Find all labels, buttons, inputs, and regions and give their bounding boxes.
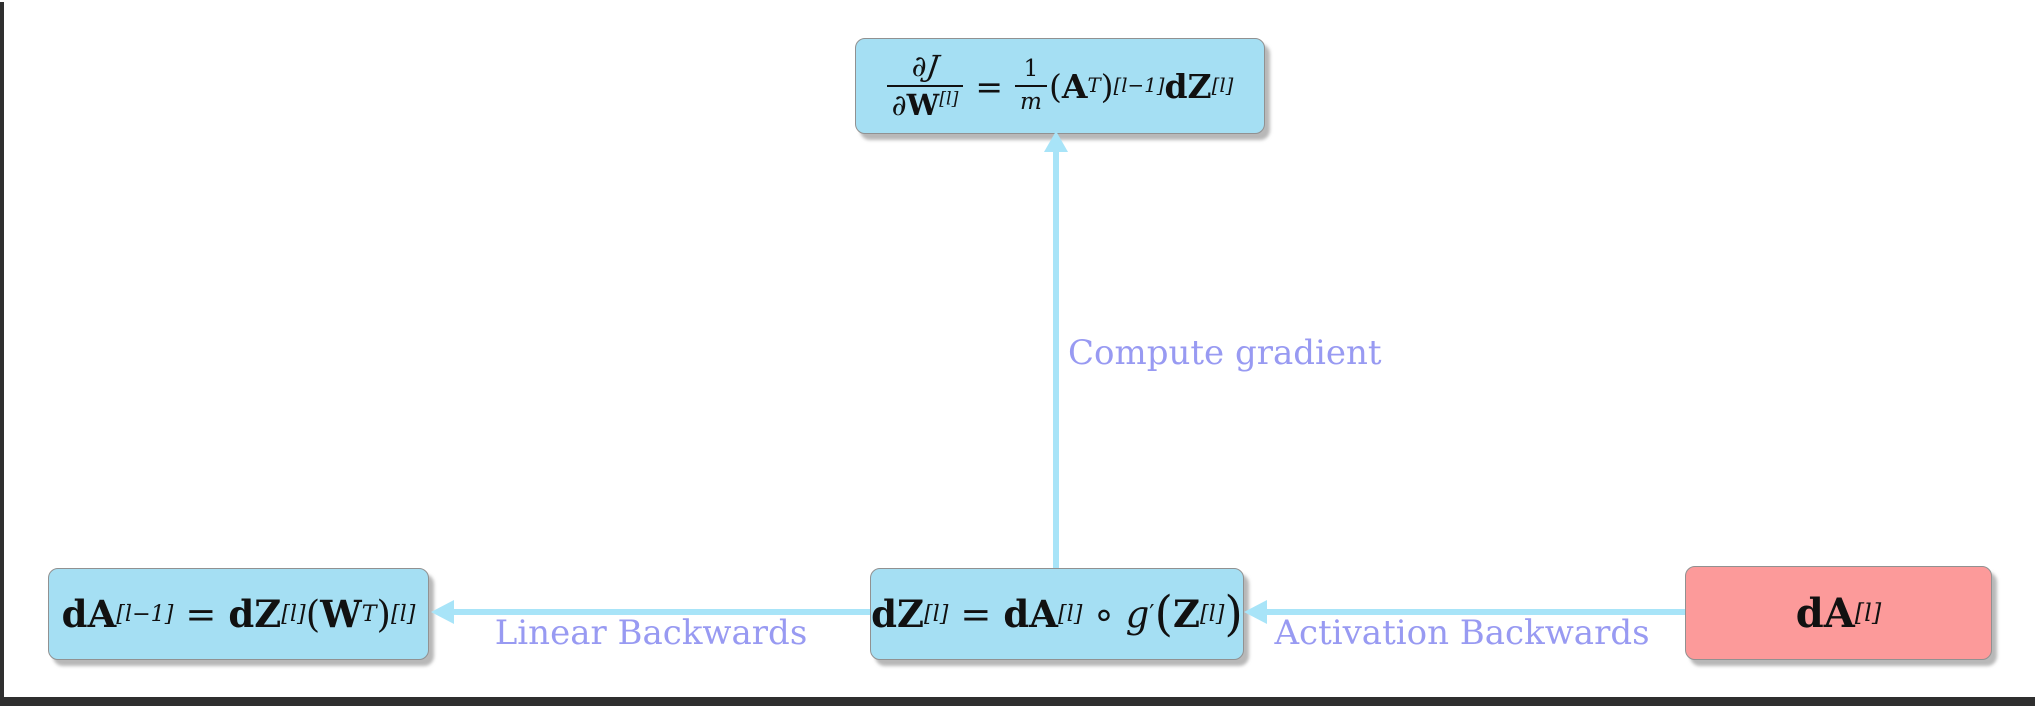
dj-dw-fraction: ∂J ∂W[l] — [886, 49, 964, 119]
linear-backwards-arrow — [452, 609, 870, 615]
arrowhead-left-icon — [431, 600, 454, 624]
arrowhead-up-icon — [1044, 131, 1068, 152]
activation-backwards-label: Activation Backwards — [1274, 613, 1650, 653]
linear-backwards-label: Linear Backwards — [494, 613, 808, 653]
activation-backwards-arrow — [1265, 609, 1685, 615]
compute-gradient-arrow — [1053, 148, 1059, 568]
frame-border-bottom — [0, 697, 2035, 706]
dz-box: dZ[l] = dA[l] ∘ g′ (Z[l]) — [870, 568, 1244, 660]
one-over-m-fraction: 1 m — [1015, 58, 1047, 113]
compute-gradient-label: Compute gradient — [1068, 333, 1382, 373]
da-box: dA[l] — [1685, 566, 1992, 660]
arrowhead-left-icon — [1244, 600, 1267, 624]
frame-border-left — [0, 2, 4, 706]
